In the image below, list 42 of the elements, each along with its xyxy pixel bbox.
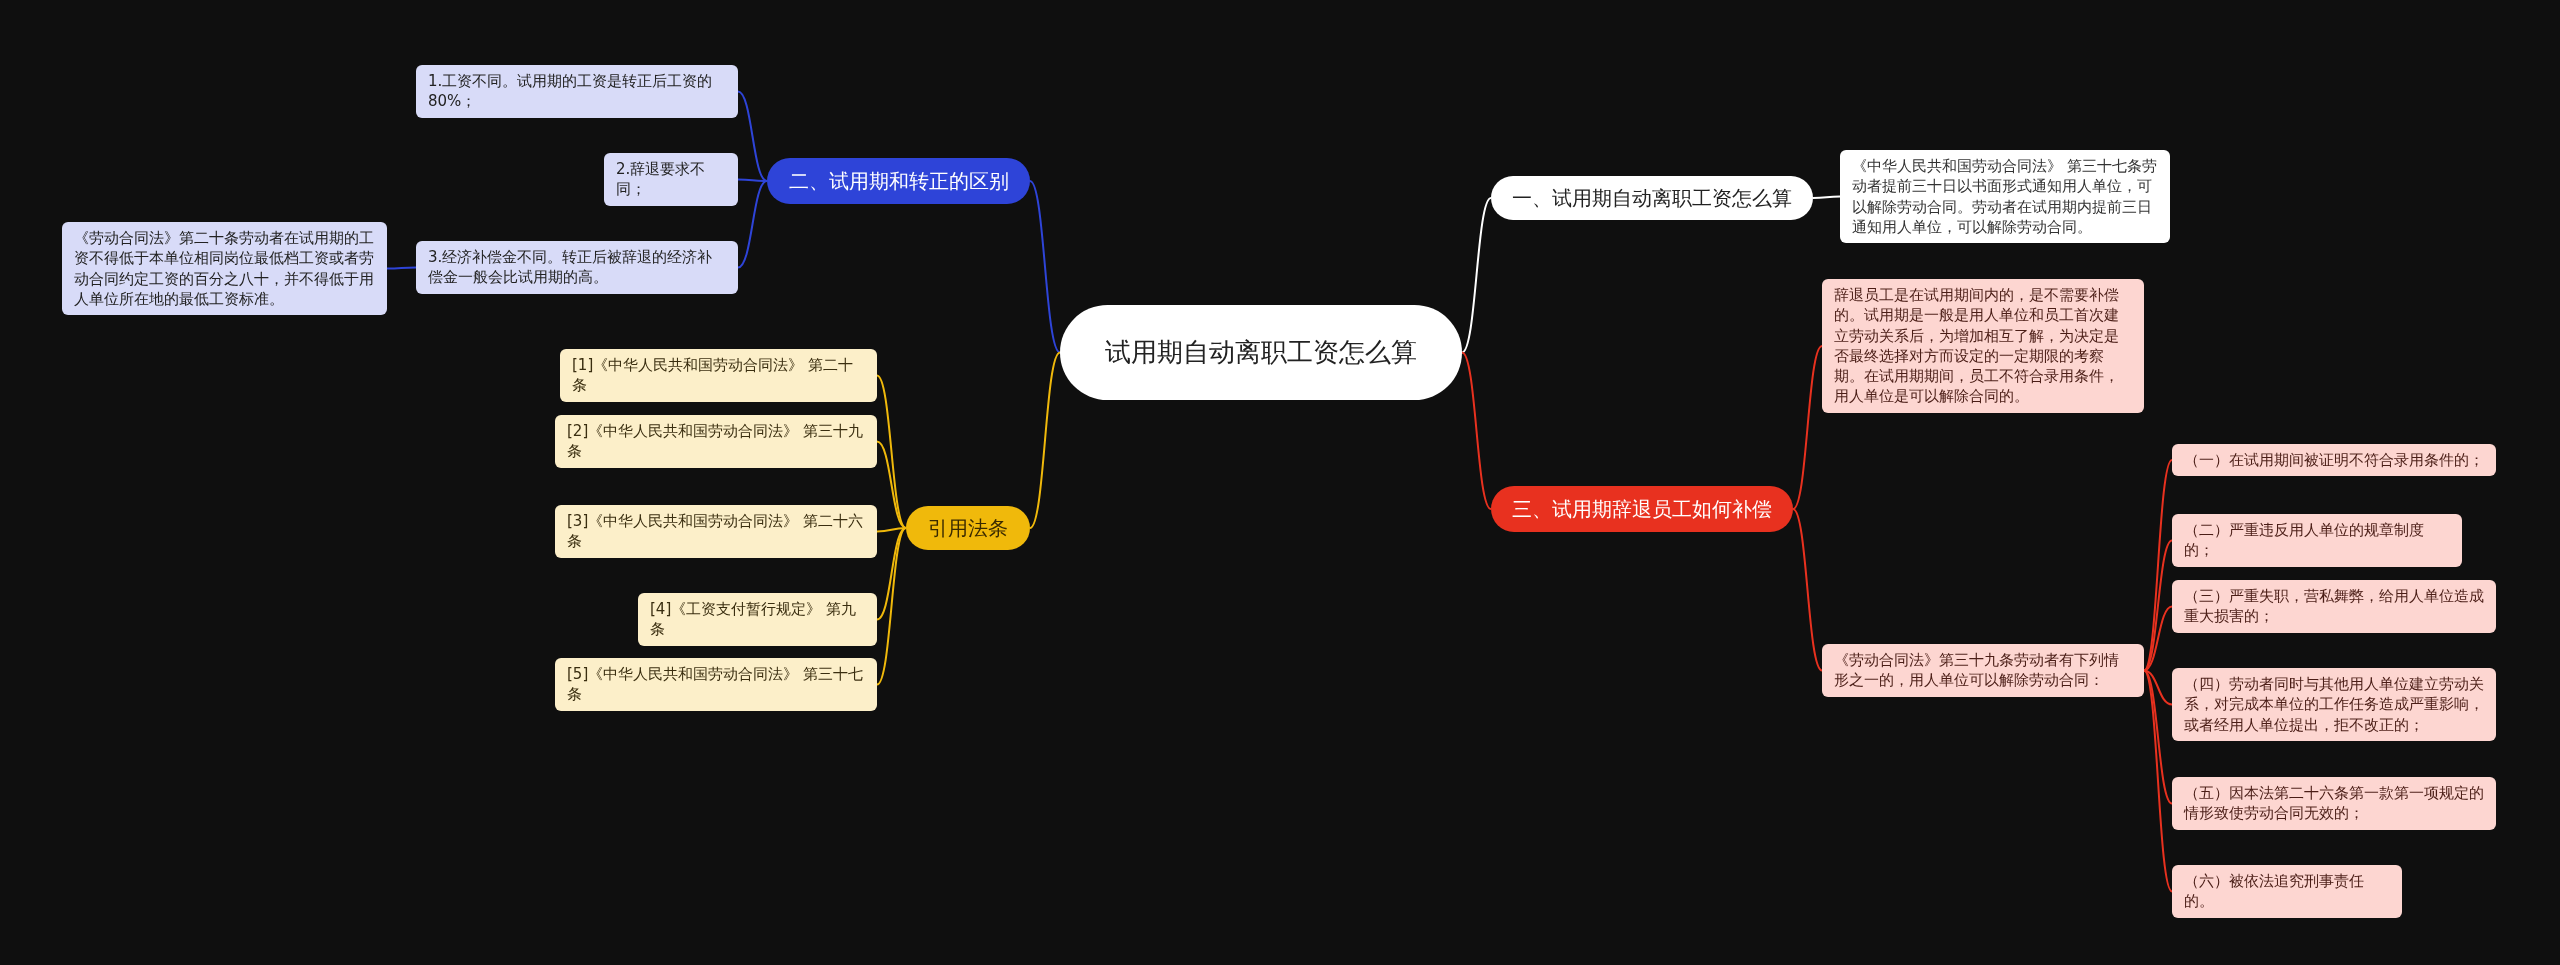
branch-topic: 引用法条 [906, 506, 1030, 550]
branch-topic: 二、试用期和转正的区别 [767, 158, 1030, 204]
branch-topic: 一、试用期自动离职工资怎么算 [1491, 176, 1813, 220]
reference-box: [5]《中华人民共和国劳动合同法》 第三十七条 [555, 658, 877, 711]
connector-line [876, 374, 907, 529]
reference-box: [4]《工资支付暂行规定》 第九条 [638, 593, 877, 646]
note-box: 《中华人民共和国劳动合同法》 第三十七条劳动者提前三十日以书面形式通知用人单位，可以解除劳动合同。劳动者在试用期内提前三日通知用人单位，可以解除劳动合同。 [1840, 150, 2170, 243]
connector-line [1812, 195, 1841, 199]
subtopic-box: （二）严重违反用人单位的规章制度的； [2172, 514, 2462, 567]
connector-line [2143, 669, 2173, 893]
connector-line [1461, 197, 1492, 354]
subtopic-box: 2.辞退要求不同； [604, 153, 738, 206]
connector-line [1792, 508, 1823, 672]
subtopic-box: （一）在试用期间被证明不符合录用条件的； [2172, 444, 2496, 477]
connector-line [1461, 351, 1492, 510]
connector-line [1029, 180, 1061, 354]
reference-box: [1]《中华人民共和国劳动合同法》 第二十条 [560, 349, 877, 402]
subtopic-box: （四）劳动者同时与其他用人单位建立劳动关系，对完成本单位的工作任务造成严重影响，或者经用人单位提出，拒不改正的； [2172, 668, 2496, 741]
reference-box: [3]《中华人民共和国劳动合同法》 第二十六条 [555, 505, 877, 558]
connector-line [737, 178, 768, 182]
connector-line [2143, 605, 2173, 672]
subtopic-box: 1.工资不同。试用期的工资是转正后工资的80%； [416, 65, 738, 118]
subtopic-box: （六）被依法追究刑事责任的。 [2172, 865, 2402, 918]
subtopic-box: （三）严重失职，营私舞弊，给用人单位造成重大损害的； [2172, 580, 2496, 633]
reference-box: [2]《中华人民共和国劳动合同法》 第三十九条 [555, 415, 877, 468]
connector-line [1792, 345, 1823, 510]
central-topic: 试用期自动离职工资怎么算 [1060, 305, 1462, 400]
connector-line [2143, 459, 2173, 672]
connector-line [386, 266, 417, 270]
note-box: 《劳动合同法》第二十条劳动者在试用期的工资不得低于本单位相同岗位最低档工资或者劳动合同约定工资的百分之八十，并不得低于用人单位所在地的最低工资标准。 [62, 222, 387, 315]
connector-line [737, 180, 768, 269]
connector-line [876, 527, 907, 686]
subtopic-box: 《劳动合同法》第三十九条劳动者有下列情形之一的，用人单位可以解除劳动合同： [1822, 644, 2144, 697]
subtopic-box: （五）因本法第二十六条第一款第一项规定的情形致使劳动合同无效的； [2172, 777, 2496, 830]
connector-line [876, 440, 907, 529]
connector-line [1029, 351, 1061, 529]
branch-topic: 三、试用期辞退员工如何补偿 [1491, 486, 1793, 532]
subtopic-box: 3.经济补偿金不同。转正后被辞退的经济补偿金一般会比试用期的高。 [416, 241, 738, 294]
connector-line [737, 90, 768, 182]
subtopic-box: 辞退员工是在试用期间内的，是不需要补偿的。试用期是一般是用人单位和员工首次建立劳动关系后，为增加相互了解，为决定是否最终选择对方而设定的一定期限的考察期。在试用期期间，员工不符合录用条件，用人单位是可以解除合同的。 [1822, 279, 2144, 413]
connector-line [2143, 669, 2173, 706]
connector-line [2143, 669, 2173, 805]
